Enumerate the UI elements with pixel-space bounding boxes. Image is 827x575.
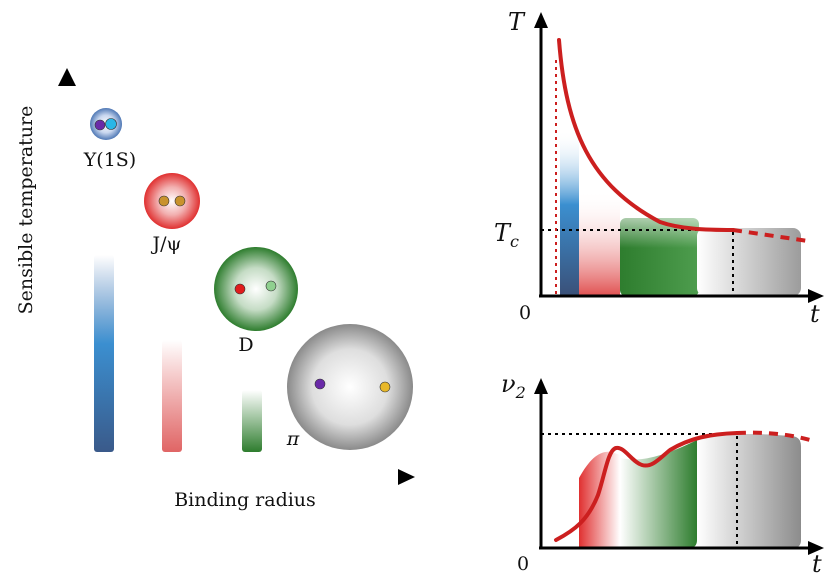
d-meson-quark-lightgreen [265,280,277,292]
d-meson-particle: D [214,247,298,356]
tc-label-subscript: c [510,232,519,251]
jpsi-shell [144,173,200,229]
v2-region-red [579,451,620,548]
t-plot-y-label: T [508,8,526,36]
t-plot-y-arrowhead [534,12,548,28]
v2-plot-x-arrowhead [808,541,824,555]
v2-plot-y-label: ν2 [501,370,526,402]
bar-upsilon [94,255,114,452]
t-region-gray [697,228,801,296]
bar-jpsi [162,340,182,452]
v2-region-green [620,440,697,548]
v2-curve-extrapolation [736,430,811,442]
upsilon-particle: Υ(1S) [83,108,136,171]
upsilon-quark-cyan [105,118,117,130]
tc-label: Tc [494,219,519,251]
v2-label-main: ν [501,370,516,398]
t-region-red [579,190,620,296]
jpsi-particle: J/ψ [144,173,200,255]
v2-plot: ν2 0 t [501,370,824,575]
bar-d-meson [242,390,262,452]
x-axis-label: Binding radius [174,489,316,511]
pion-label: π [286,428,300,450]
pion-shell [287,324,413,450]
y-axis-arrowhead [58,68,76,86]
d-meson-label: D [238,334,253,356]
t-plot-origin-label: 0 [519,302,531,324]
upsilon-label: Υ(1S) [83,149,136,171]
x-axis-arrowhead [398,469,415,485]
temperature-plot: T Tc 0 t [494,8,824,328]
temperature-curve-extrapolation [732,228,809,243]
v2-plot-x-label: t [812,550,822,575]
t-region-blue [560,130,579,296]
jpsi-quark-left [158,195,170,207]
tc-label-main: T [494,219,512,247]
v2-region-gray [697,433,801,548]
t-plot-x-arrowhead [808,289,824,303]
d-meson-shell [214,247,298,331]
temperature-curve [557,38,735,232]
jpsi-label: J/ψ [151,233,182,255]
d-meson-quark-red [234,283,246,295]
v2-plot-origin-label: 0 [517,553,529,575]
upsilon-quark-purple [94,119,106,131]
pion-quark-purple [314,378,326,390]
v2-curve [554,431,739,542]
left-panel: Sensible temperature Binding radius Υ(1S… [15,68,415,511]
v2-label-subscript: 2 [515,383,526,402]
pion-particle: π [286,324,413,450]
jpsi-quark-right [174,195,186,207]
pion-quark-yellow [379,381,391,393]
t-plot-x-label: t [810,300,820,328]
v2-plot-y-arrowhead [534,378,548,394]
y-axis-label: Sensible temperature [15,106,37,315]
